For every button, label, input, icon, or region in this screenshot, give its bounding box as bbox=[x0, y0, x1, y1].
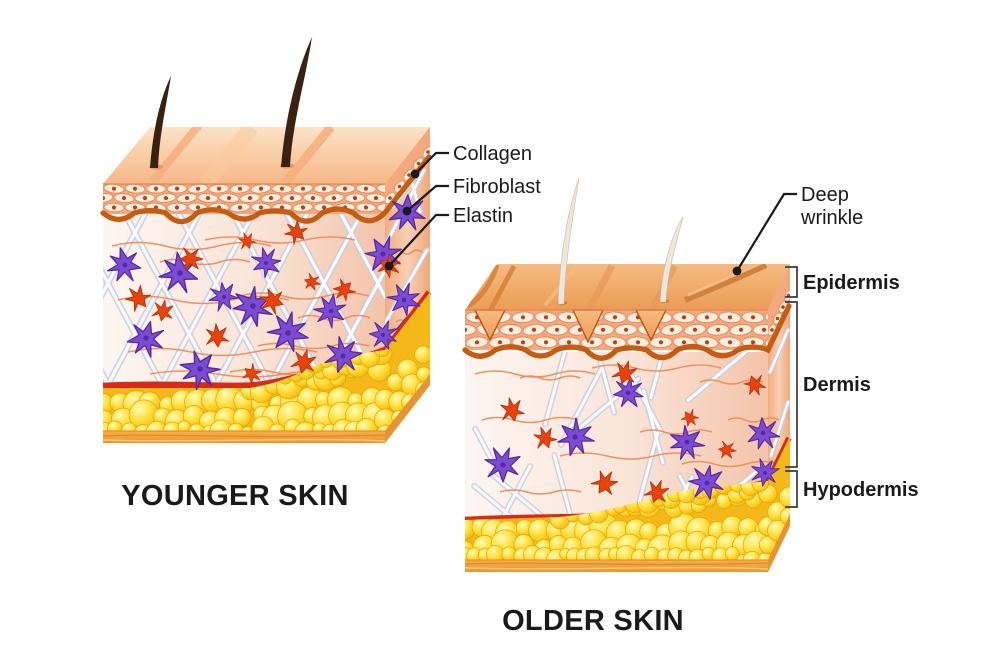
hypodermis-bracket bbox=[785, 470, 798, 508]
elastin-leader bbox=[384, 213, 449, 271]
elastin-fibers bbox=[124, 220, 401, 385]
deep-wrinkle-leader bbox=[732, 192, 797, 276]
label-epidermis: Epidermis bbox=[803, 272, 900, 294]
deep-wrinkle-notches bbox=[473, 309, 668, 344]
gray-hair bbox=[557, 177, 580, 305]
fibroblast-cells bbox=[484, 376, 781, 500]
label-deep-wrinkle-line2: wrinkle bbox=[800, 207, 863, 229]
basement-membrane bbox=[462, 303, 792, 361]
title-younger-skin: YOUNGER SKIN bbox=[121, 480, 349, 512]
epidermis-cells bbox=[103, 184, 385, 213]
title-older-skin: OLDER SKIN bbox=[502, 605, 684, 637]
top-skin-surface bbox=[465, 264, 790, 310]
bottom-tissue-band bbox=[464, 514, 790, 572]
gray-hair bbox=[659, 216, 684, 303]
basement-membrane bbox=[100, 154, 432, 225]
label-hypodermis: Hypodermis bbox=[803, 479, 919, 501]
collagen-leader bbox=[410, 151, 449, 179]
label-deep-wrinkle-line1: Deep bbox=[801, 184, 849, 206]
hair bbox=[150, 76, 171, 168]
label-collagen: Collagen bbox=[453, 143, 532, 165]
younger-skin-block bbox=[100, 37, 432, 443]
elastin-fibers bbox=[500, 360, 766, 503]
label-dermis: Dermis bbox=[803, 374, 871, 396]
older-skin-block bbox=[462, 177, 792, 572]
dermis-bracket bbox=[785, 301, 798, 468]
surface-streaks bbox=[148, 127, 335, 184]
bottom-tissue-band bbox=[102, 374, 430, 443]
epidermis-bracket bbox=[785, 266, 798, 298]
label-elastin: Elastin bbox=[453, 205, 513, 227]
hair bbox=[281, 37, 312, 167]
label-fibroblast: Fibroblast bbox=[453, 176, 541, 198]
fibroblast-leader bbox=[402, 184, 449, 216]
